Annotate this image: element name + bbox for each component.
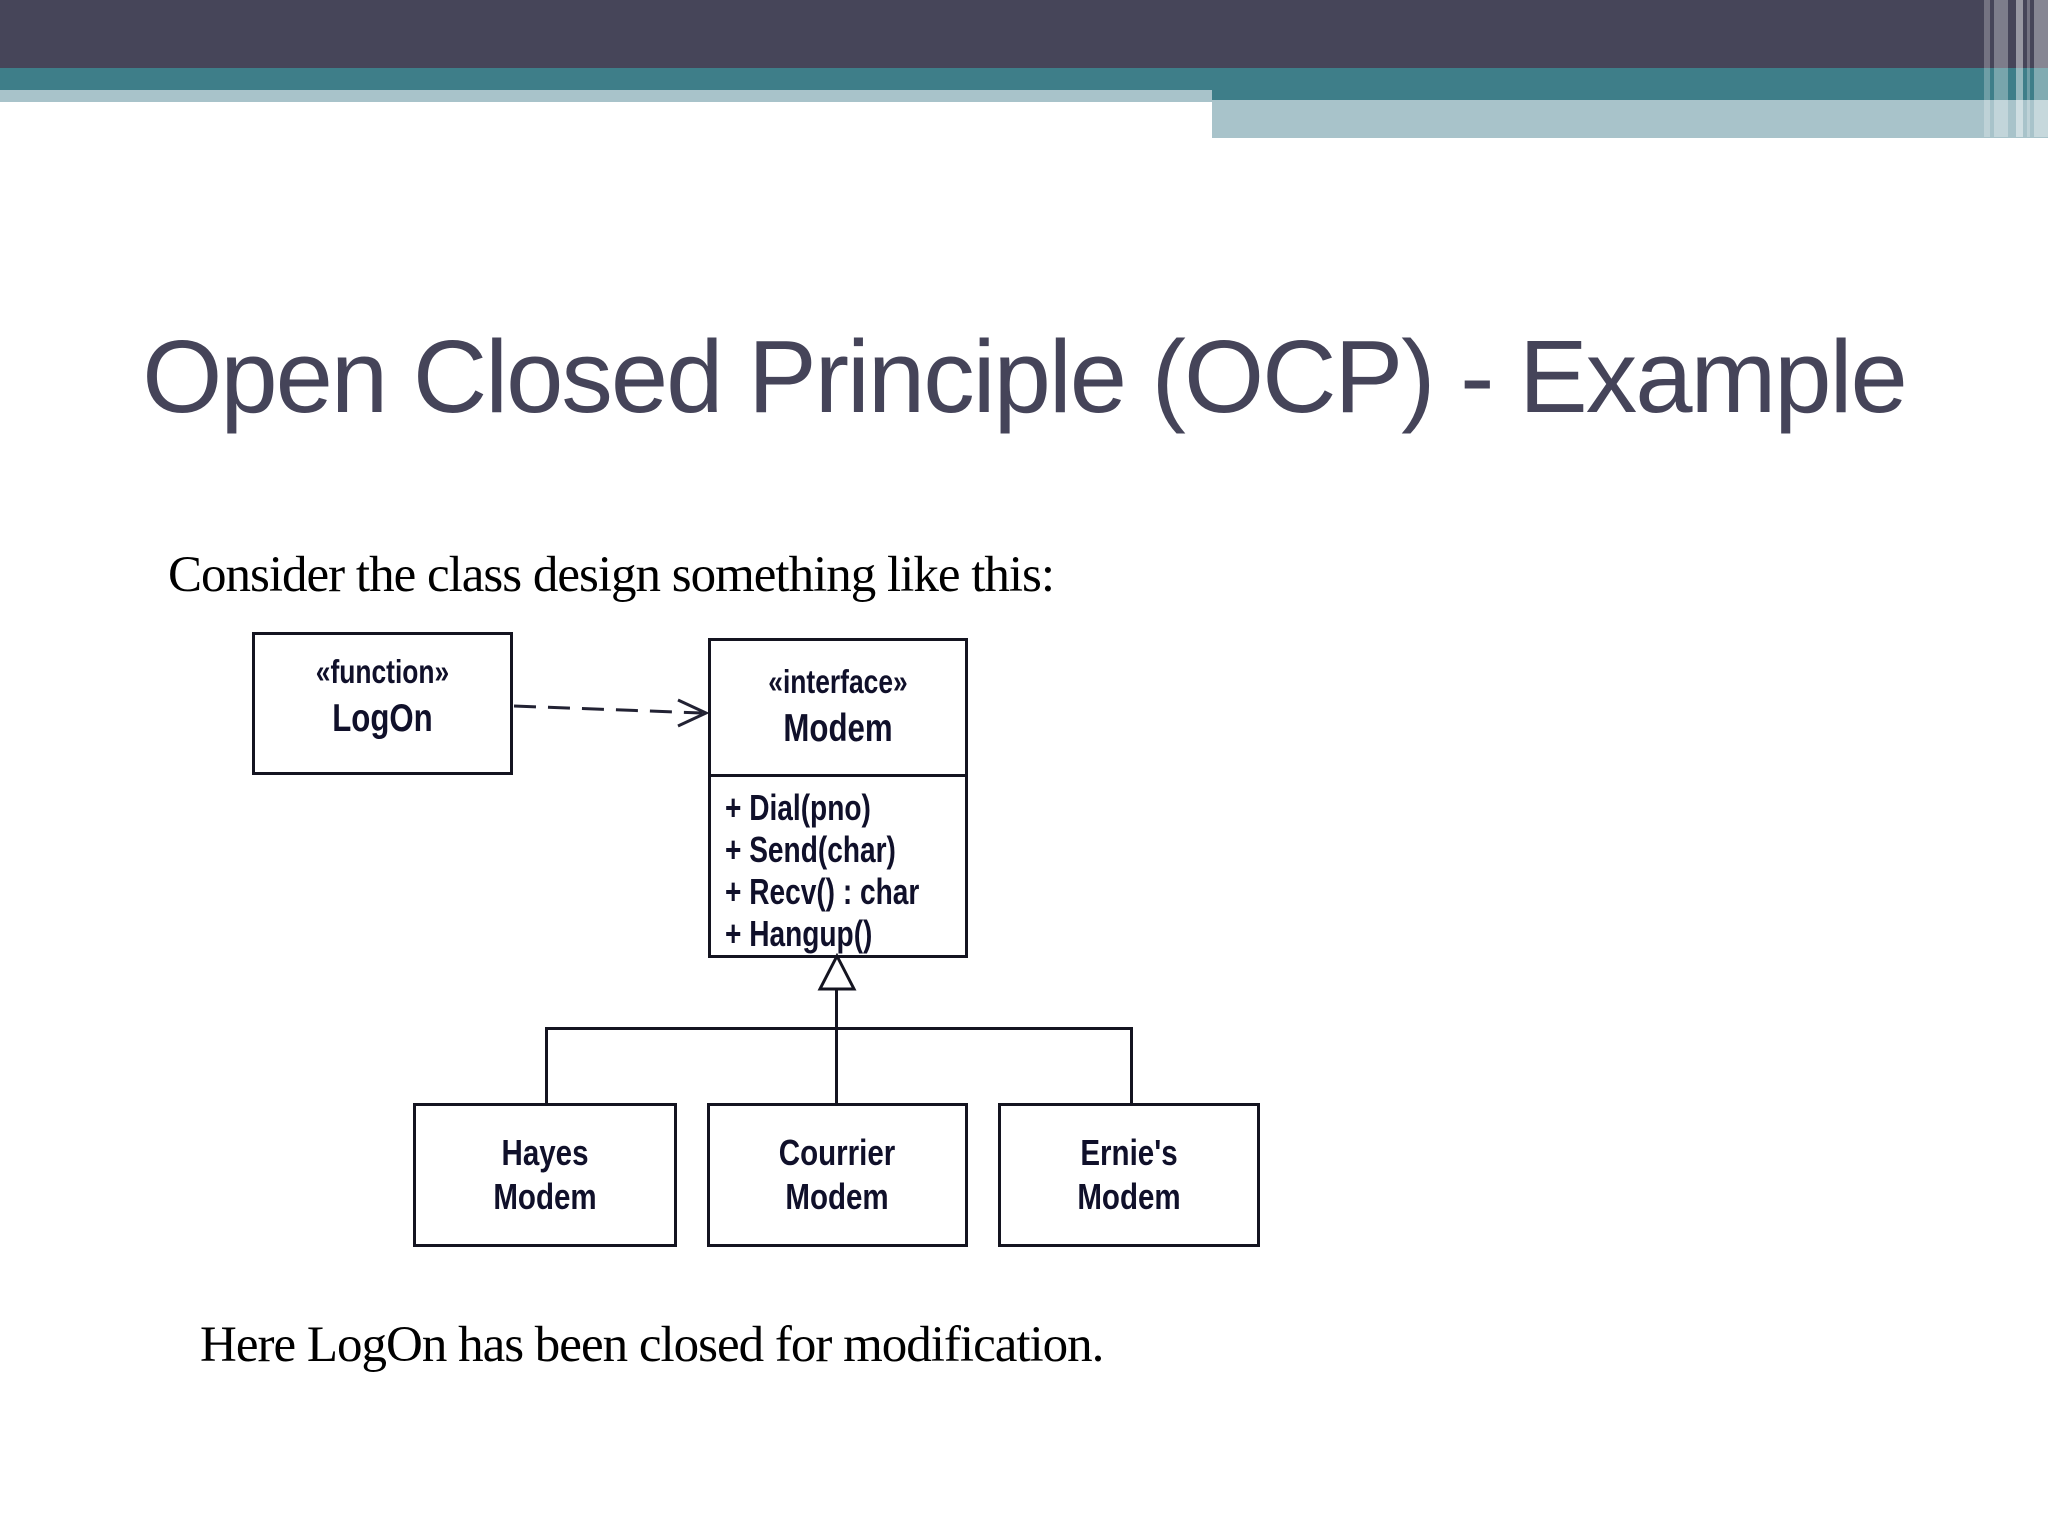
ernies-line2: Modem <box>1077 1176 1181 1217</box>
header-vertical-stripe <box>1984 0 1990 137</box>
uml-class-ernies-modem: Ernie's Modem <box>998 1103 1260 1247</box>
courrier-modem-label: Courrier Modem <box>779 1131 895 1219</box>
dependency-arrow <box>513 698 710 728</box>
courrier-line1: Courrier <box>779 1132 896 1173</box>
uml-interface-modem: «interface» Modem + Dial(pno) + Send(cha… <box>708 638 968 958</box>
footer-text: Here LogOn has been closed for modificat… <box>200 1317 1104 1373</box>
connector-line-horizontal <box>545 1027 1133 1030</box>
modem-stereotype: «interface» <box>768 663 908 700</box>
uml-class-logon: «function» LogOn <box>252 632 513 775</box>
uml-class-hayes-modem: Hayes Modem <box>413 1103 677 1247</box>
inheritance-triangle <box>817 953 857 991</box>
hayes-line1: Hayes <box>501 1132 589 1173</box>
modem-method-list: + Dial(pno) + Send(char) + Recv() : char… <box>711 777 965 955</box>
connector-line-right <box>1130 1027 1133 1105</box>
modem-method: + Send(char) <box>725 829 896 870</box>
page-title: Open Closed Principle (OCP) - Example <box>142 319 1908 434</box>
connector-line-middle <box>835 990 838 1104</box>
header-light-strip-left <box>0 90 1212 102</box>
hayes-modem-label: Hayes Modem <box>493 1131 596 1219</box>
header-vertical-stripe <box>2034 0 2048 137</box>
modem-method: + Dial(pno) <box>725 787 871 828</box>
modem-method: + Recv() : char <box>725 871 920 912</box>
header-light-rect-right <box>1212 100 2048 138</box>
courrier-line2: Modem <box>785 1176 890 1217</box>
header-vertical-stripe <box>2027 0 2030 137</box>
ernies-modem-label: Ernie's Modem <box>1077 1131 1180 1219</box>
ernies-line1: Ernie's <box>1080 1132 1178 1173</box>
modem-name: Modem <box>783 707 893 750</box>
modem-method: + Hangup() <box>725 913 873 954</box>
hayes-line2: Modem <box>493 1176 597 1217</box>
uml-class-courrier-modem: Courrier Modem <box>707 1103 968 1247</box>
logon-stereotype: «function» <box>315 653 450 690</box>
connector-line-left <box>545 1027 548 1105</box>
modem-header: «interface» Modem <box>711 641 965 777</box>
intro-text: Consider the class design something like… <box>168 547 1055 603</box>
header-vertical-stripe <box>1994 0 2008 137</box>
header-dark-bar <box>0 0 2048 68</box>
header-vertical-stripe <box>2016 0 2023 137</box>
logon-name: LogOn <box>332 697 433 740</box>
